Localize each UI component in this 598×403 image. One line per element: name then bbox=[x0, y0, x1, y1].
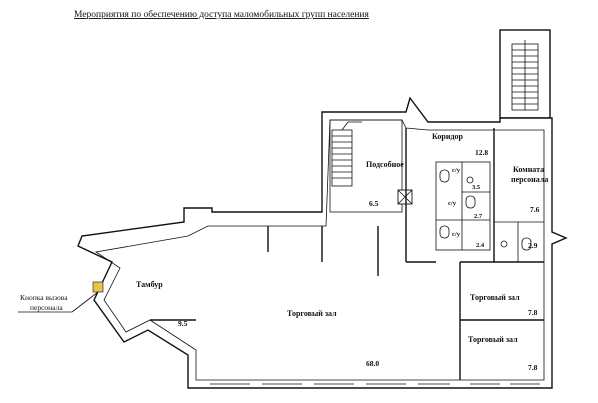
vent-shaft bbox=[397, 189, 413, 205]
callout-line-2: персонала bbox=[30, 303, 63, 312]
staircase-icon bbox=[512, 40, 538, 110]
label-torgovyi-main: Торговый зал bbox=[287, 309, 337, 318]
label-torgovyi-right-2: Торговый зал bbox=[468, 335, 518, 344]
area-komnata: 7.6 bbox=[530, 205, 540, 214]
area-right-hall-1: 7.8 bbox=[528, 308, 538, 317]
label-torgovyi-right-1: Торговый зал bbox=[470, 293, 520, 302]
area-wc-c: 2.4 bbox=[476, 242, 485, 249]
label-wc-2: с/у bbox=[448, 200, 457, 207]
toilet-icon bbox=[439, 169, 450, 183]
wc-block: с/у с/у с/у 3.5 2.7 2.4 bbox=[435, 161, 491, 251]
staircase-tower bbox=[499, 29, 551, 119]
room-tambur: Тамбур 9.5 bbox=[136, 280, 196, 328]
label-wc-1: с/у bbox=[452, 167, 461, 174]
room-podsobnoe: Подсобное 6.5 bbox=[329, 119, 404, 213]
label-tambur: Тамбур bbox=[136, 280, 163, 289]
room-koridor: Коридор 12.8 bbox=[405, 128, 495, 262]
label-komnata-line2: персонала bbox=[511, 175, 548, 184]
toilet-icon bbox=[465, 195, 476, 209]
room-komnata: Комната персонала 7.6 2.9 bbox=[494, 165, 548, 262]
label-wc-3: с/у bbox=[452, 231, 461, 238]
main-hall-pillars bbox=[267, 212, 436, 276]
toilet-icon bbox=[521, 237, 532, 251]
sink-icon bbox=[500, 240, 508, 248]
right-halls: Торговый зал 7.8 Торговый зал 7.8 bbox=[459, 261, 544, 380]
label-podsobnoe: Подсобное bbox=[366, 160, 404, 169]
staircase-icon bbox=[331, 121, 362, 187]
callout-line-1: Кнопка вызова bbox=[20, 293, 68, 302]
area-main-hall: 68.0 bbox=[366, 359, 379, 368]
area-tambur: 9.5 bbox=[178, 319, 188, 328]
area-podsobnoe: 6.5 bbox=[369, 199, 379, 208]
area-wc-a: 3.5 bbox=[472, 184, 481, 191]
label-koridor: Коридор bbox=[432, 132, 464, 141]
toilet-icon bbox=[439, 225, 450, 239]
area-right-hall-2: 7.8 bbox=[528, 363, 538, 372]
call-button-icon bbox=[92, 281, 104, 293]
plan-title: Мероприятия по обеспечению доступа малом… bbox=[74, 9, 370, 20]
area-wc-b: 2.7 bbox=[474, 213, 483, 220]
area-koridor: 12.8 bbox=[475, 148, 488, 157]
label-komnata-line1: Комната bbox=[513, 165, 544, 174]
area-komnata-wc: 2.9 bbox=[528, 241, 538, 250]
call-button-callout: Кнопка вызова персонала bbox=[18, 281, 104, 313]
sink-icon bbox=[466, 176, 474, 184]
